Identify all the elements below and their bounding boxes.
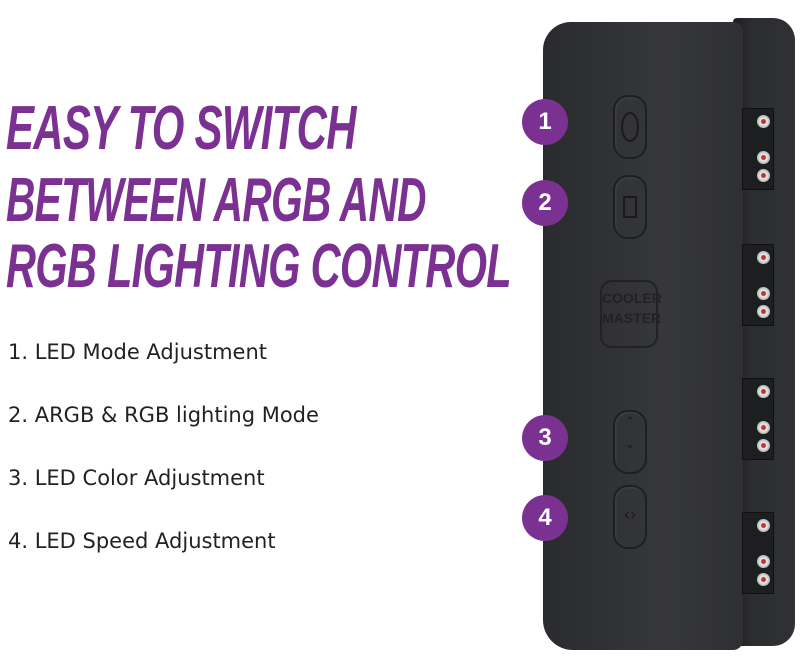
square-icon [623, 196, 637, 218]
logo-text: COOLER [602, 290, 662, 306]
argb-port [742, 378, 774, 460]
argb-port [742, 512, 774, 594]
speed-button: ‹› [613, 485, 647, 549]
badge-4: 4 [522, 495, 568, 541]
badge-3: 3 [522, 415, 568, 461]
feature-4: 4. LED Speed Adjustment [8, 529, 276, 553]
feature-2: 2. ARGB & RGB lighting Mode [8, 403, 319, 427]
argb-port [742, 108, 774, 190]
controller-device [543, 22, 743, 650]
headline-line-1: EASY TO SWITCH [6, 94, 356, 163]
mode-button [613, 95, 647, 159]
badge-1: 1 [522, 99, 568, 145]
feature-3: 3. LED Color Adjustment [8, 466, 265, 490]
headline-line-3: RGB LIGHTING CONTROL [6, 232, 512, 301]
badge-2: 2 [522, 180, 568, 226]
cooler-master-logo: COOLER MASTER [600, 280, 662, 348]
logo-text: MASTER [602, 310, 662, 326]
argb-port [742, 244, 774, 326]
argb-rgb-button [613, 175, 647, 239]
feature-1: 1. LED Mode Adjustment [8, 340, 267, 364]
headline-line-2: BETWEEN ARGB AND [6, 166, 426, 235]
circle-icon [621, 112, 639, 142]
color-button: ⌃⌄ [613, 410, 647, 474]
